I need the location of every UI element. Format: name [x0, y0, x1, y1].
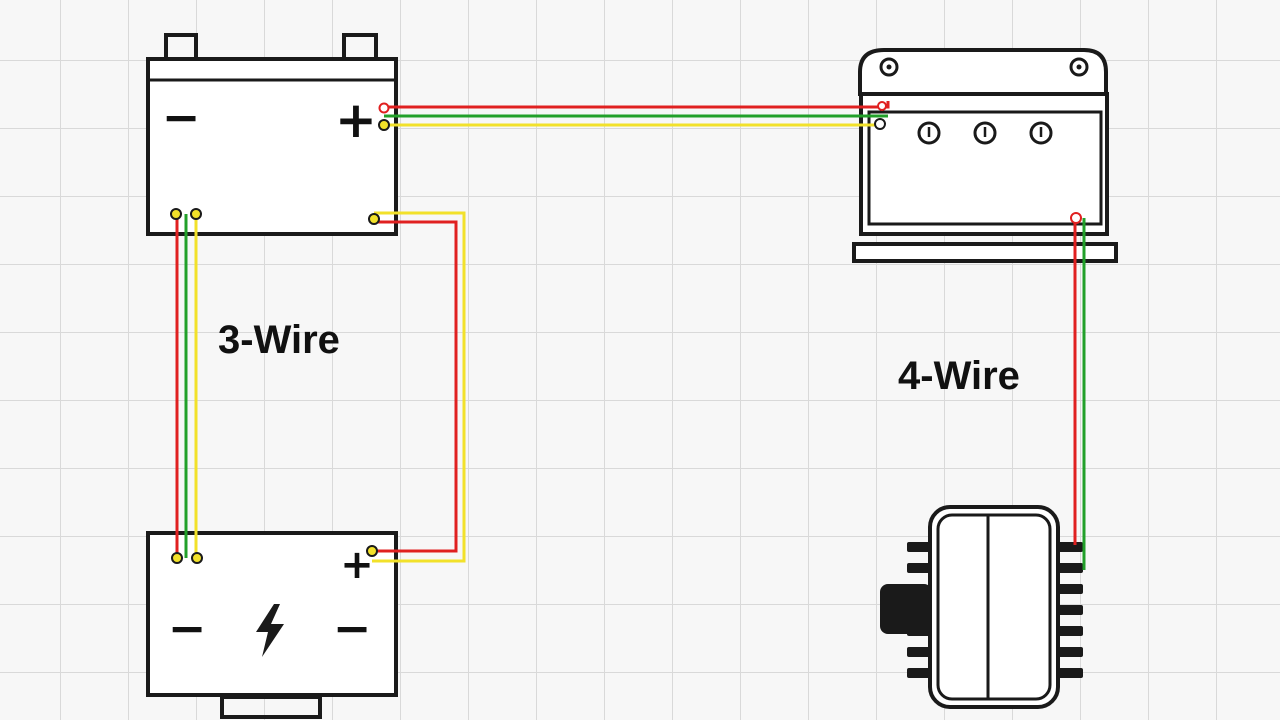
terminal-top-battery-pos-yellow — [378, 119, 390, 131]
alternator-fin-left-1 — [907, 542, 931, 552]
top-battery-terminal-left — [164, 33, 198, 61]
terminal-regulator-output — [1070, 212, 1082, 224]
lightning-bolt-icon — [256, 604, 284, 657]
alternator-body — [928, 505, 1060, 709]
top-battery: − + — [146, 33, 398, 236]
terminals — [170, 101, 1082, 564]
top-battery-terminal-right — [342, 33, 378, 61]
regulator-screw-right-dot — [1076, 64, 1082, 70]
alternator — [880, 505, 1083, 709]
top-battery-body — [146, 57, 398, 236]
wire-red-right-loop — [372, 220, 458, 553]
regulator-body — [859, 92, 1109, 236]
alternator-fin-right-4 — [1057, 605, 1083, 615]
alternator-fin-right-6 — [1057, 647, 1083, 657]
alternator-fin-left-5 — [907, 668, 931, 678]
regulator-module — [852, 48, 1118, 263]
regulator-cap — [858, 48, 1108, 96]
alternator-fin-right-3 — [1057, 584, 1083, 594]
regulator-screw-left-dot — [886, 64, 892, 70]
terminal-regulator-input-yellow — [874, 118, 886, 130]
terminal-top-battery-pos-red — [378, 102, 390, 114]
four-wire-label: 4-Wire — [898, 354, 1020, 398]
regulator-base — [852, 242, 1118, 263]
terminal-bottom-battery-pos — [366, 545, 378, 557]
terminal-top-battery-br — [368, 213, 380, 225]
bottom-battery-negative-sign-left: − — [168, 601, 207, 655]
three-wire-label: 3-Wire — [218, 318, 340, 362]
regulator-inner-panel — [867, 110, 1103, 226]
alternator-fin-right-7 — [1057, 668, 1083, 678]
terminal-bottom-battery-2 — [191, 552, 203, 564]
bottom-battery-negative-sign-right: − — [333, 601, 372, 655]
terminal-regulator-input-red — [877, 101, 887, 111]
top-battery-positive-sign: + — [335, 91, 377, 149]
alternator-inner — [936, 513, 1052, 701]
terminal-top-battery-bl-1 — [170, 208, 182, 220]
alternator-fin-right-1 — [1057, 542, 1083, 552]
top-battery-negative-sign: − — [162, 90, 201, 144]
terminal-top-battery-bl-2 — [190, 208, 202, 220]
wires — [175, 101, 1086, 570]
alternator-fin-right-2 — [1057, 563, 1083, 573]
alternator-pulley — [880, 584, 932, 634]
alternator-fin-left-2 — [907, 563, 931, 573]
wire-yellow-right-loop — [372, 211, 466, 563]
terminal-bottom-battery-1 — [171, 552, 183, 564]
bottom-battery: + − − — [146, 531, 398, 719]
wire-red-battery-to-regulator — [384, 101, 890, 109]
bottom-battery-base — [220, 695, 322, 719]
alternator-fin-left-4 — [907, 647, 931, 657]
alternator-fin-right-5 — [1057, 626, 1083, 636]
